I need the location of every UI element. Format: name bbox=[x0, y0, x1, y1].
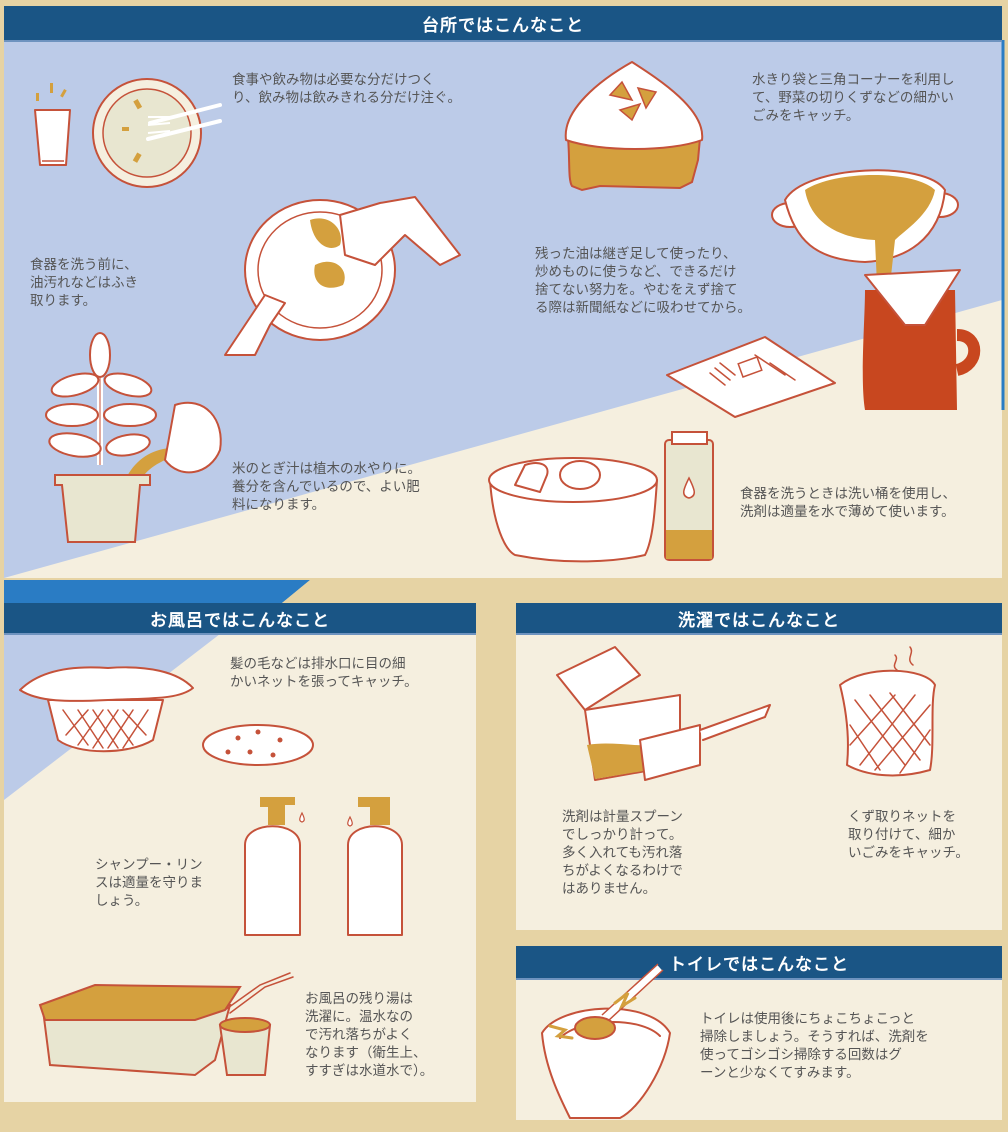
tip-oil: 残った油は継ぎ足して使ったり、 炒めものに使うなど、できるだけ 捨てない努力を。… bbox=[535, 246, 751, 316]
laundry-title: 洗濯ではこんなこと bbox=[678, 610, 840, 631]
shampoo-bottles-icon bbox=[244, 797, 403, 936]
bath-title: お風呂ではこんなこと bbox=[150, 610, 330, 631]
plant-watering-icon bbox=[45, 332, 222, 543]
sink-strainer-icon bbox=[564, 61, 704, 192]
tip-shampoo: シャンプー・リン スは適量を守りま しょう。 bbox=[95, 857, 203, 909]
wash-basin-detergent-icon bbox=[488, 431, 714, 563]
tip-lint-net: くず取りネットを 取り付けて、細か いごみをキャッチ。 bbox=[848, 809, 969, 861]
bathtub-bucket-icon bbox=[38, 972, 294, 1077]
laundry-header: 洗濯ではこんなこと bbox=[516, 603, 1002, 635]
toilet-title: トイレではこんなこと bbox=[669, 954, 849, 975]
lint-net-icon bbox=[839, 646, 936, 777]
toilet-header: トイレではこんなこと bbox=[516, 946, 1002, 980]
newspaper-icon bbox=[666, 336, 836, 418]
tip-basin: 食器を洗うときは洗い桶を使用し、 洗剤は適量を水で薄めて使います。 bbox=[740, 486, 956, 520]
tip-rice-water: 米のとぎ汁は植木の水やりに。 養分を含んでいるので、よい肥 料になります。 bbox=[232, 461, 421, 513]
bath-header: お風呂ではこんなこと bbox=[4, 603, 476, 635]
detergent-box-scoop-icon bbox=[556, 646, 771, 781]
tip-measure: 洗剤は計量スプーン でしっかり計って。 多く入れても汚れ落 ちがよくなるわけで … bbox=[562, 809, 683, 897]
tip-leftover-water: お風呂の残り湯は 洗濯に。温水なの で汚れ落ちがよく なります（衛生上、 すすぎ… bbox=[305, 991, 434, 1079]
oil-pot-filter-icon bbox=[771, 169, 981, 410]
glass-plate-fork-icon bbox=[34, 78, 222, 188]
tip-strainer: 水きり袋と三角コーナーを利用し て、野菜の切りくずなどの細かい ごみをキャッチ。 bbox=[752, 72, 955, 124]
tip-hair-net: 髪の毛などは排水口に目の細 かいネットを張ってキャッチ。 bbox=[230, 656, 418, 690]
toilet-brush-icon bbox=[541, 963, 671, 1119]
tip-portion: 食事や飲み物は必要な分だけつく り、飲み物は飲みきれる分だけ注ぐ。 bbox=[232, 72, 461, 106]
drain-net-icon bbox=[19, 666, 314, 766]
tip-toilet-clean: トイレは使用後にちょこちょこっと 掃除しましょう。そうすれば、洗剤を 使ってゴシ… bbox=[700, 1011, 929, 1081]
kitchen-title: 台所ではこんなこと bbox=[422, 15, 584, 36]
kitchen-header: 台所ではこんなこと bbox=[4, 6, 1002, 42]
tip-wipe: 食器を洗う前に、 油汚れなどはふき 取ります。 bbox=[30, 257, 138, 309]
wiping-plate-icon bbox=[224, 196, 461, 356]
